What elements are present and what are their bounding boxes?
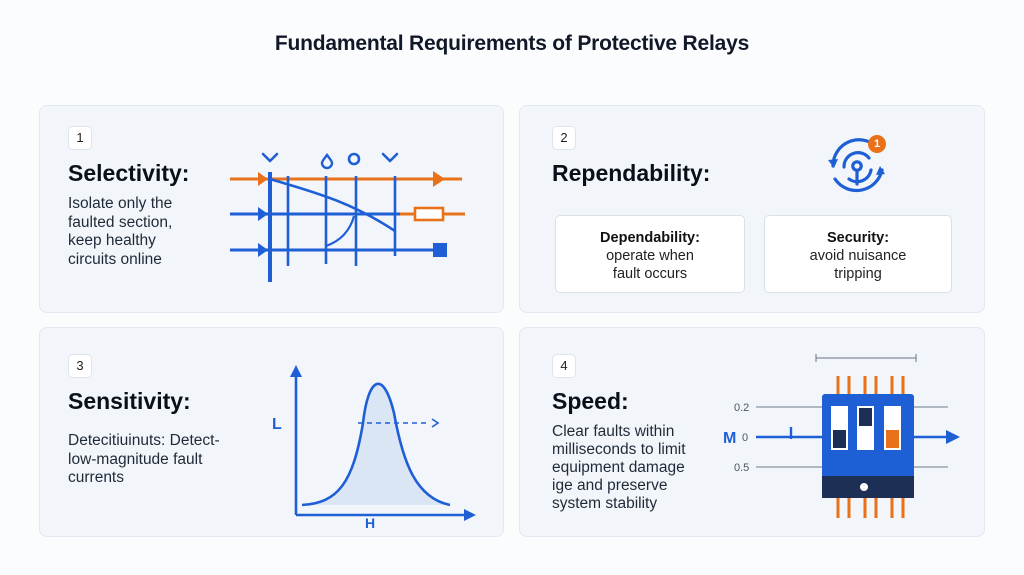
box-line: tripping: [834, 266, 882, 282]
breaker-diagram: 0.2 0 0.5 M: [723, 354, 960, 518]
arrow-right-icon: [464, 509, 476, 521]
box-title: Dependability:: [600, 230, 700, 246]
desc-line: keep healthy: [68, 232, 156, 249]
desc-line: equipment damage: [552, 459, 685, 476]
scale-label: 0: [742, 432, 748, 444]
arrow-right-icon: [258, 243, 268, 257]
card-heading: Speed:: [552, 388, 629, 414]
desc-line: Clear faults within: [552, 423, 675, 440]
dependability-box: Dependability: operate when fault occurs: [555, 215, 745, 293]
load-icon: [433, 243, 447, 257]
card-speed: 4 Speed: Clear faults within millisecond…: [519, 327, 985, 537]
card-heading: Sensitivity:: [68, 388, 191, 414]
scale-label: 0.2: [734, 402, 749, 414]
box-line: avoid nuisance: [809, 248, 907, 264]
arrow-right-icon: [258, 207, 268, 221]
desc-line: Isolate only the: [68, 195, 173, 212]
chevron-down-icon: [381, 152, 399, 163]
desc-line: circuits online: [68, 250, 162, 268]
card-sensitivity: 3 Sensitivity: Detecitiuinuts: Detect- l…: [39, 327, 504, 537]
desc-line: Detecitiuinuts: Detect-: [68, 432, 220, 449]
card-selectivity: 1 Selectivity: Isolate only the faulted …: [39, 105, 504, 313]
desc-line: low-magnitude fault: [68, 450, 203, 468]
security-box: Security: avoid nuisance tripping: [764, 215, 952, 293]
card-number: 1: [68, 126, 92, 150]
arrow-right-icon: [946, 430, 960, 444]
arrow-up-icon: [290, 365, 302, 377]
selectivity-diagram: [230, 152, 465, 282]
card-number: 2: [552, 126, 576, 150]
card-description: Clear faults within milliseconds to limi…: [552, 423, 686, 513]
desc-line: system stability: [552, 495, 658, 512]
card-dependability: 2 Rependability: 1 Dependability: operat…: [519, 105, 985, 313]
scale-label: 0.5: [734, 462, 749, 474]
notification-badge: 1: [868, 135, 886, 153]
page-title: Fundamental Requirements of Protective R…: [274, 32, 750, 55]
fuse-icon: [413, 206, 445, 222]
y-axis-label: L: [272, 416, 282, 433]
card-heading: Selectivity:: [68, 160, 190, 186]
card-number: 3: [68, 354, 92, 378]
desc-line: currents: [68, 469, 124, 486]
desc-line: faulted section,: [68, 213, 173, 231]
desc-line: milliseconds to limit: [552, 441, 686, 458]
box-line: operate when: [606, 248, 694, 264]
marker-label: M: [723, 430, 736, 447]
drop-icon: [320, 153, 334, 170]
card-description: Isolate only the faulted section, keep h…: [68, 195, 172, 269]
card-number: 4: [552, 354, 576, 378]
card-heading: Rependability:: [552, 160, 711, 186]
arrow-right-icon: [433, 171, 445, 187]
arrow-right-icon: [258, 172, 268, 186]
chevron-down-icon: [261, 152, 279, 163]
circle-icon: [347, 152, 361, 166]
box-title: Security:: [826, 230, 890, 246]
sensitivity-curve-diagram: L H: [272, 365, 476, 531]
desc-line: ige and preserve: [552, 477, 668, 494]
card-description: Detecitiuinuts: Detect- low-magnitude fa…: [68, 432, 220, 488]
box-line: fault occurs: [612, 266, 688, 282]
x-axis-label: H: [365, 515, 375, 531]
